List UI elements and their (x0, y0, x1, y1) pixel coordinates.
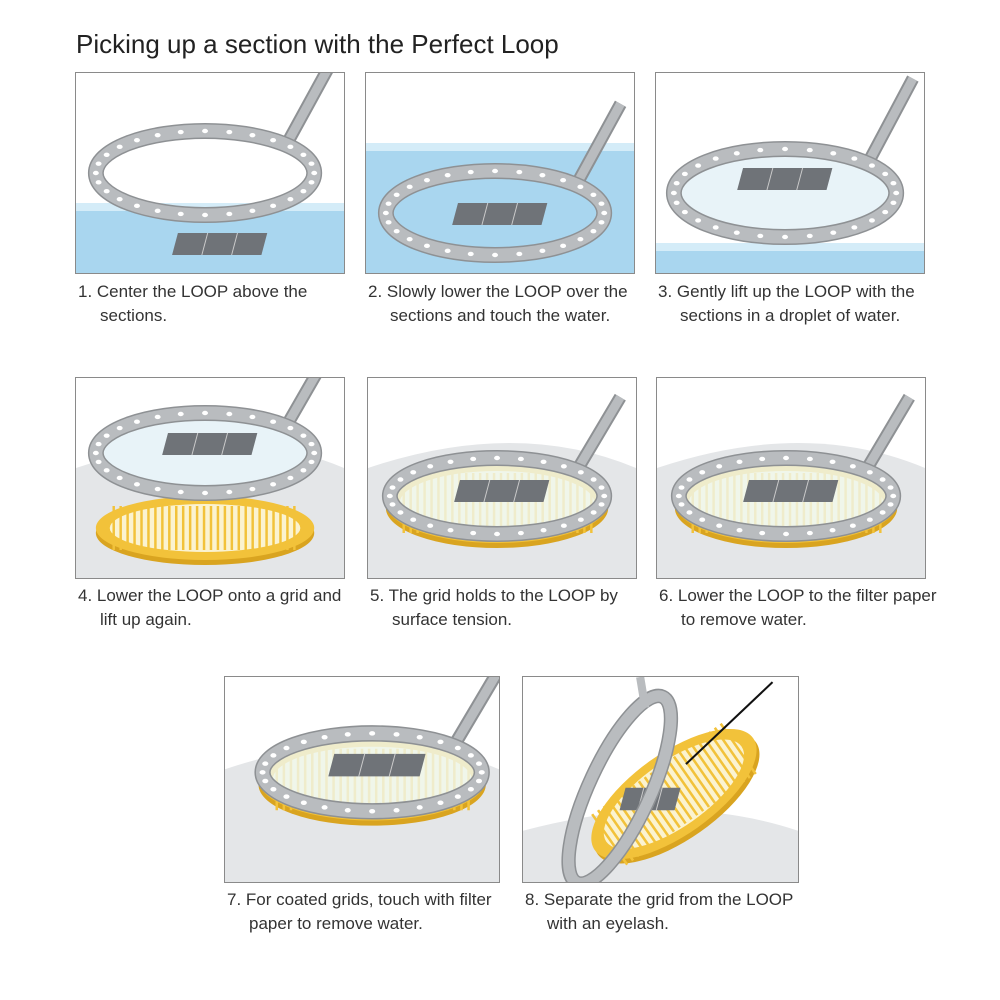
step-4-illustration (75, 377, 345, 579)
step-5-illustration (367, 377, 637, 579)
step-6-illustration (656, 377, 926, 579)
loop-illustration (76, 378, 344, 578)
loop-illustration (657, 393, 925, 578)
step-3-illustration (655, 72, 925, 274)
step-3-caption: 3. Gently lift up the LOOP with the sect… (658, 282, 915, 325)
step-2-illustration (365, 72, 635, 274)
step-2-caption: 2. Slowly lower the LOOP over the sectio… (368, 282, 628, 325)
loop-illustration (656, 75, 924, 273)
step-7-caption: 7. For coated grids, touch with filter p… (227, 890, 492, 933)
step-5-caption: 5. The grid holds to the LOOP by surface… (370, 586, 618, 629)
step-8-illustration (522, 676, 799, 883)
loop-illustration (225, 677, 499, 882)
step-1-illustration (75, 72, 345, 274)
page-title: Picking up a section with the Perfect Lo… (76, 29, 559, 59)
loop-illustration (366, 100, 634, 273)
step-1-caption: 1. Center the LOOP above the sections. (78, 282, 308, 325)
loop-illustration (368, 393, 636, 578)
step-7-illustration (224, 676, 500, 883)
step-6-caption: 6. Lower the LOOP to the filter paper to… (659, 586, 937, 629)
loop-illustration (523, 677, 798, 882)
step-8-caption: 8. Separate the grid from the LOOP with … (525, 890, 794, 933)
step-4-caption: 4. Lower the LOOP onto a grid and lift u… (78, 586, 342, 629)
loop-illustration (76, 73, 344, 273)
